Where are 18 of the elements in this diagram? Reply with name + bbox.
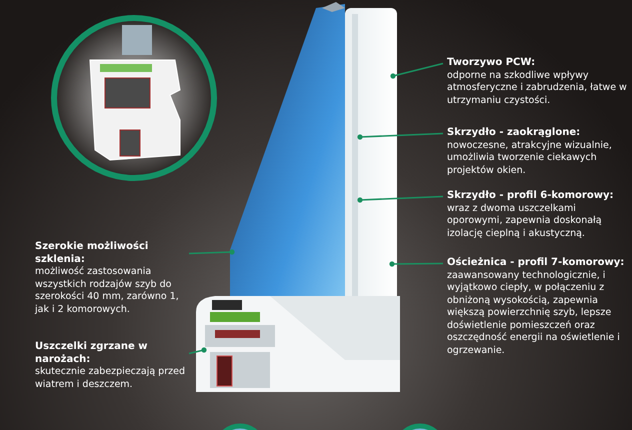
leader-line xyxy=(389,261,443,267)
callout-heading: Tworzywo PCW: xyxy=(447,57,536,70)
leader-line xyxy=(357,132,444,140)
callout-text: możliwość zastosowania wszystkich rodzajów szyb do szerokości 40 mm, zarówno 1, jak i 2 komorowych. xyxy=(35,266,180,316)
callout-text: wraz z dwoma uszczelkami oporowymi, zapewnia doskonałą izolację cieplną i akustyczną. xyxy=(447,202,603,240)
callout-heading: Szerokie możliwości szklenia: xyxy=(35,241,150,266)
leader-line xyxy=(188,347,207,354)
callout-heading: Skrzydło - zaokrąglone: xyxy=(447,127,582,140)
leader-line xyxy=(188,249,235,255)
callout-text: zaawansowany technologicznie, i wyjątkowo ciepły, w połączeniu z obniżoną wysokością, zapewnia większą powierzchnię szyb, lepsze doświetlenie pomieszczeń oraz oszczędność energii na oświetlenie i ogrzewanie. xyxy=(447,270,621,357)
callout-heading: Skrzydło - profil 6-komorowy: xyxy=(447,190,614,202)
callout-text: skutecznie zabezpieczają przed wiatrem i deszczem. xyxy=(35,366,185,391)
callout-heading: Ościeżnica - profil 7-komorowy: xyxy=(447,257,626,270)
callout-text: odporne na szkodliwe wpływy atmosferyczne i zabrudzenia, łatwe w utrzymaniu czystości. xyxy=(447,70,627,107)
leader-line xyxy=(390,62,444,79)
callout-text: nowoczesne, atrakcyjne wizualnie, umożliwia tworzenie ciekawych projektów okien. xyxy=(447,140,613,177)
callout-heading: Uszczelki zgrzane w narożach: xyxy=(35,341,149,366)
leader-line xyxy=(357,196,444,203)
